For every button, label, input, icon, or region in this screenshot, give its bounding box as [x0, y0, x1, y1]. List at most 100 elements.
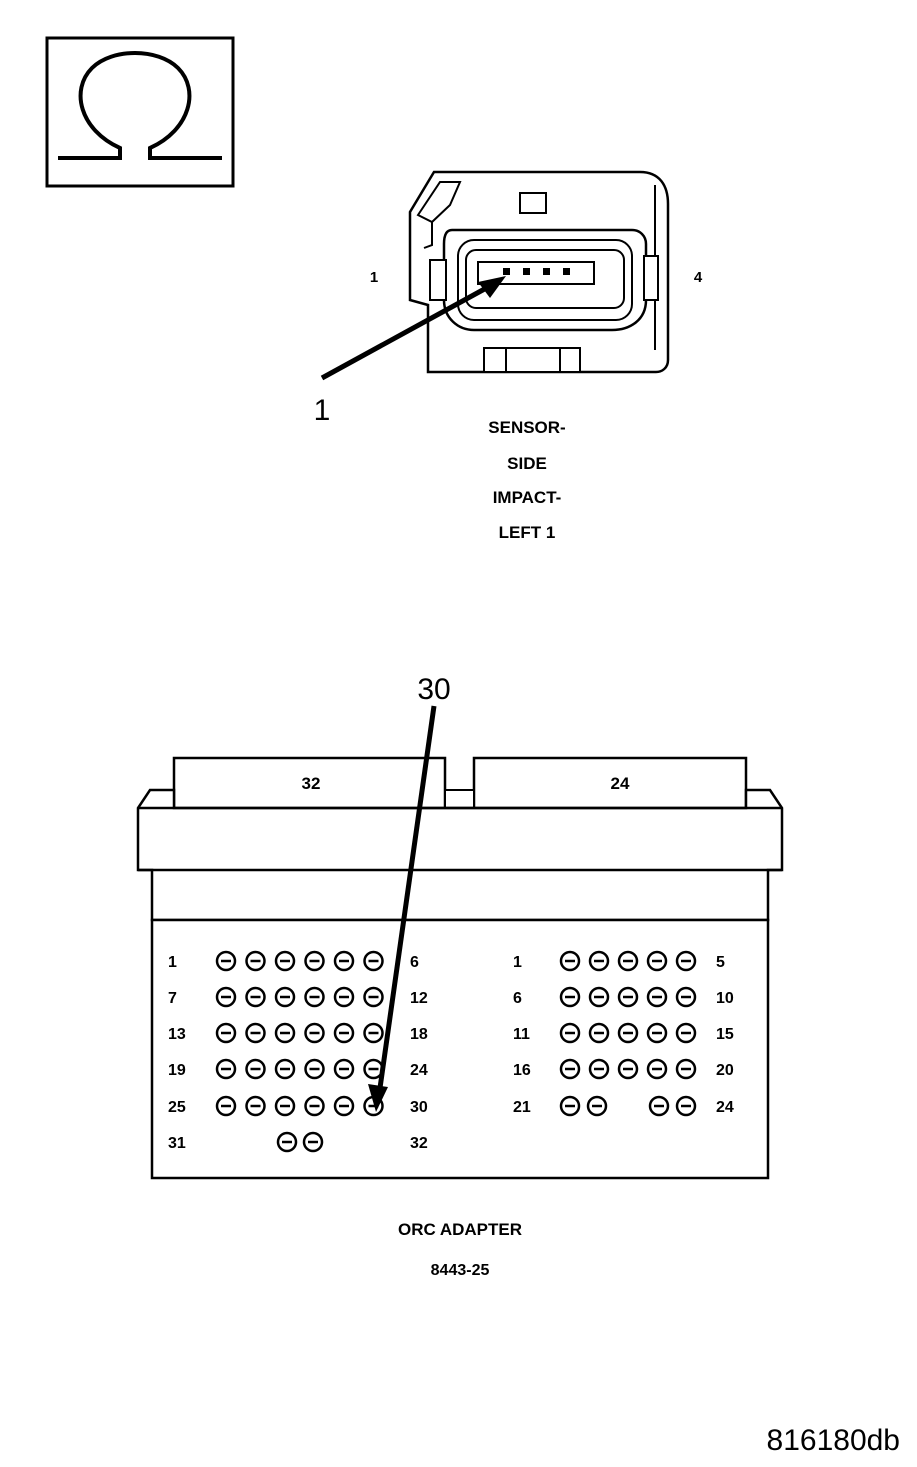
pin-socket [333, 1058, 355, 1080]
pin-socket [588, 1058, 610, 1080]
pin-socket [559, 1058, 581, 1080]
pin-row-end-label: 18 [410, 1026, 428, 1043]
pin-row-end-label: 6 [410, 954, 419, 971]
pin-socket [646, 950, 668, 972]
sensor-caption-line: IMPACT- [493, 488, 562, 507]
sensor-callout-label: 1 [314, 394, 331, 427]
pin-socket [646, 1022, 668, 1044]
pin-socket [617, 1058, 639, 1080]
pin-socket [302, 1131, 324, 1153]
sensor-pin-left-label: 1 [370, 269, 378, 286]
pin-socket [274, 1095, 296, 1117]
pin-socket [274, 986, 296, 1008]
sensor-connector: 1 4 [370, 170, 703, 374]
orc-adapter: 32 24 1 6 7 12 13 18 19 24 25 30 31 32 1… [136, 756, 784, 1180]
pin-row-start-label: 31 [168, 1135, 186, 1152]
pin-socket [215, 986, 237, 1008]
pin-row-end-label: 20 [716, 1062, 734, 1079]
pin-row-end-label: 24 [410, 1062, 428, 1079]
pin-socket [333, 1022, 355, 1044]
pin-socket [648, 1095, 670, 1117]
pin-socket [304, 1022, 325, 1044]
pin-socket [274, 1058, 296, 1080]
sensor-pin [503, 268, 510, 275]
pin-socket [304, 1095, 325, 1117]
pin-socket [363, 1058, 384, 1080]
pin-socket [274, 1022, 296, 1044]
sensor-caption: SENSOR- SIDE IMPACT- LEFT 1 [488, 418, 565, 542]
pin-row-end-label: 24 [716, 1099, 734, 1116]
sensor-caption-line: SENSOR- [488, 418, 565, 437]
pin-socket [675, 1095, 697, 1117]
pin-socket [617, 950, 639, 972]
pin-row-start-label: 19 [168, 1062, 186, 1079]
pin-socket [245, 986, 266, 1008]
pin-socket [617, 1022, 639, 1044]
pin-socket [333, 1095, 355, 1117]
sensor-pin [563, 268, 570, 275]
pin-socket [675, 950, 697, 972]
pin-socket [215, 1095, 237, 1117]
pin-socket [215, 950, 237, 972]
pin-socket [363, 1022, 384, 1044]
pin-socket [333, 950, 355, 972]
orc-caption-title: ORC ADAPTER [398, 1220, 522, 1239]
pin-row-end-label: 15 [716, 1026, 734, 1043]
pin-socket [274, 950, 296, 972]
pin-row-start-label: 13 [168, 1026, 186, 1043]
pin-socket [333, 986, 355, 1008]
right-block-header: 24 [611, 774, 630, 793]
pin-socket [245, 1095, 266, 1117]
figure-id: 816180db [767, 1424, 900, 1457]
pin-socket [559, 986, 581, 1008]
pin-socket [588, 950, 610, 972]
orc-caption-part-number: 8443-25 [431, 1262, 490, 1279]
pin-row-end-label: 5 [716, 954, 725, 971]
orc-callout: 30 [368, 673, 451, 1112]
pin-socket [617, 986, 639, 1008]
right-block-labels: 1 5 6 10 11 15 16 20 21 24 [513, 954, 734, 1116]
left-block-header: 32 [302, 774, 321, 793]
sensor-pin [523, 268, 530, 275]
pin-socket [586, 1095, 608, 1117]
pin-row-end-label: 10 [716, 990, 734, 1007]
pin-socket [363, 950, 384, 972]
pin-socket [646, 986, 668, 1008]
pin-socket [276, 1131, 298, 1153]
pin-row-end-label: 12 [410, 990, 428, 1007]
sensor-caption-line: LEFT 1 [499, 523, 556, 542]
pin-socket [588, 986, 610, 1008]
pin-socket [675, 986, 697, 1008]
pin-socket [363, 986, 384, 1008]
pin-socket [559, 1095, 581, 1117]
pin-socket [646, 1058, 668, 1080]
orc-caption: ORC ADAPTER 8443-25 [398, 1220, 522, 1279]
pin-row-start-label: 11 [513, 1026, 530, 1043]
pin-row-start-label: 16 [513, 1062, 531, 1079]
pin-row-start-label: 6 [513, 990, 522, 1007]
pin-socket [215, 1058, 237, 1080]
pin-socket [215, 1022, 237, 1044]
pin-socket [559, 1022, 581, 1044]
sensor-caption-line: SIDE [507, 454, 547, 473]
pin-socket [304, 950, 325, 972]
sensor-pin [543, 268, 550, 275]
sensor-pins [503, 268, 570, 275]
pin-socket [559, 950, 581, 972]
left-block-labels: 1 6 7 12 13 18 19 24 25 30 31 32 [168, 954, 428, 1152]
pin-row-start-label: 1 [168, 954, 177, 971]
orc-callout-label: 30 [417, 673, 450, 706]
pin-row-end-label: 30 [410, 1099, 428, 1116]
sensor-callout: 1 [314, 276, 506, 427]
pin-row-start-label: 25 [168, 1099, 186, 1116]
pin-socket [304, 1058, 325, 1080]
right-block-pins [559, 950, 697, 1117]
pin-socket [245, 1058, 266, 1080]
pin-socket [675, 1022, 697, 1044]
pin-socket [588, 1022, 610, 1044]
ohm-icon [58, 51, 222, 160]
pin-socket [245, 950, 266, 972]
pin-row-start-label: 1 [513, 954, 522, 971]
pin-row-start-label: 21 [513, 1099, 531, 1116]
